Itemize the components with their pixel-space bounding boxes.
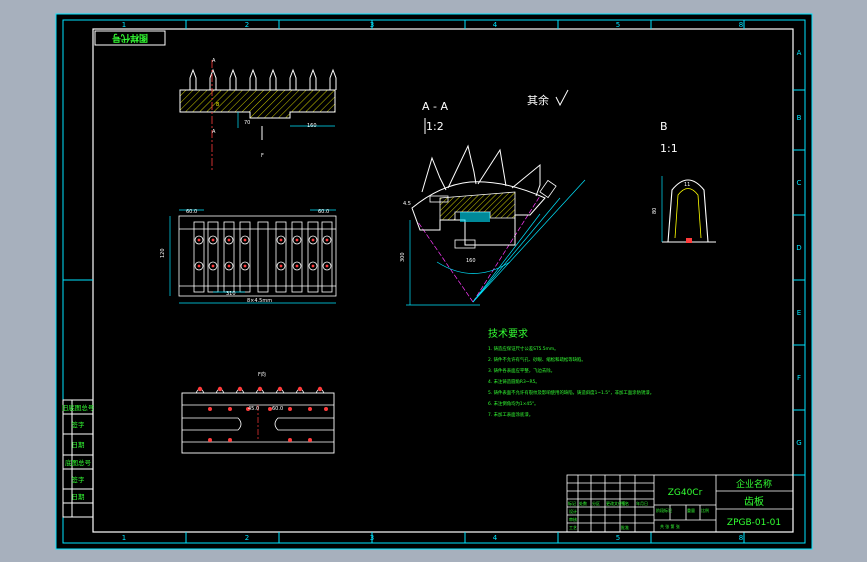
company-name: 企业名称: [736, 478, 772, 490]
outer-border: [62, 19, 806, 544]
row-letter: F: [797, 374, 801, 382]
drawing-number-box: [94, 30, 166, 46]
row-letter: E: [797, 309, 801, 317]
row-letter: B: [797, 114, 802, 122]
row-letter: D: [796, 244, 801, 252]
row-label: 签名: [621, 500, 629, 506]
front-view: [179, 60, 337, 170]
dim-text: 45.0: [248, 406, 259, 412]
detail-title: B: [660, 120, 668, 133]
bottom-view: [181, 386, 335, 454]
tech-item: 5. 铸件表面不允许有裂纹及影响使用的缺陷，铸造斜度1~1.5°，非加工面涂防锈…: [488, 389, 654, 396]
role-label: 审核: [569, 516, 577, 522]
row-letter: G: [796, 439, 801, 447]
left-strip-label: 日期: [72, 441, 86, 449]
dim-text: 70: [244, 120, 250, 126]
left-strip: [62, 399, 94, 518]
view-label: F向: [258, 371, 266, 378]
col-number: 5: [616, 534, 620, 542]
role-label: 批准: [621, 524, 629, 530]
left-strip-label: 日期: [72, 493, 86, 501]
left-strip-label: 底图总号: [65, 458, 92, 467]
sheet-edge: [55, 13, 813, 550]
cut-mark: A: [212, 129, 216, 135]
sign-label: 比例: [701, 507, 709, 513]
col-number: 4: [493, 21, 498, 29]
tech-item: 4. 未注铸造圆角R3~R5。: [488, 378, 540, 385]
cut-mark: A: [212, 58, 216, 64]
drawing-number-label: 图样代号: [112, 32, 148, 44]
col-number: 2: [245, 534, 249, 542]
tech-item: 6. 未注倒角均为1×45°。: [488, 400, 539, 407]
col-number: 8: [739, 21, 743, 29]
role-label: 设计: [569, 508, 577, 514]
dim-text: 60.0: [272, 406, 283, 412]
dim-text: 310: [226, 291, 236, 297]
col-number: 1: [122, 21, 126, 29]
section-title: A - A: [422, 100, 448, 113]
role-label: 工艺: [569, 525, 577, 530]
drawing-area: [56, 14, 812, 549]
detail-scale: 1:1: [660, 142, 678, 155]
drawing-number: ZPGB-01-01: [727, 518, 781, 528]
tech-title: 技术要求: [488, 327, 528, 340]
row-letter: A: [797, 49, 802, 57]
col-number: 5: [616, 21, 620, 29]
tech-item: 7. 未加工表面涂底漆。: [488, 411, 533, 418]
section-scale: 1:2: [426, 120, 444, 133]
left-strip-label: 旧底图总号: [62, 403, 95, 412]
section-view: [406, 144, 586, 306]
col-number: 4: [493, 534, 498, 542]
col-number: 8: [739, 534, 743, 542]
tech-requirements: 技术要求 1. 铸造应保证尺寸公差ST5.5mm。 2. 铸件不允许有气孔、砂眼…: [488, 327, 654, 418]
row-label: 更改文件号: [606, 500, 626, 506]
dim-text: 60.0: [186, 209, 197, 215]
dim-text: 300: [400, 252, 406, 262]
dim-text: 120: [160, 248, 166, 258]
row-letter: C: [797, 179, 802, 187]
dim-text: 11: [684, 182, 690, 188]
surface-note: 其余: [527, 93, 549, 107]
title-block: [566, 474, 794, 533]
dim-text: 160: [466, 258, 476, 264]
part-name: 齿板: [744, 495, 764, 508]
tech-item: 2. 铸件不允许有气孔、砂眼、缩松和疏松等缺陷。: [488, 356, 586, 363]
dim-text: 8: [216, 102, 219, 108]
col-number: 3: [370, 21, 374, 29]
left-strip-label: 签字: [72, 420, 86, 429]
dim-text: 160: [307, 123, 317, 129]
plan-centre-marks: [197, 238, 329, 268]
plan-dimensions: [169, 209, 336, 304]
col-number: 3: [370, 534, 374, 542]
row-label: 处数: [579, 500, 587, 506]
border-zone-ticks: [63, 20, 805, 543]
dim-text: 4.5: [403, 201, 411, 207]
dim-text: 60.0: [318, 209, 329, 215]
material: ZG40Cr: [668, 488, 703, 498]
row-label: 年月日: [636, 500, 648, 506]
tech-item: 3. 铸件各表面应平整，飞边去除。: [488, 367, 555, 374]
view-arrow-label: F: [261, 153, 264, 159]
col-number: 1: [122, 534, 126, 542]
dim-text: 8×4.5mm: [247, 298, 272, 304]
left-strip-label: 签字: [72, 475, 86, 484]
row-label: 分区: [592, 500, 600, 506]
sign-label: 重量: [687, 507, 695, 513]
detail-view: [661, 176, 716, 243]
col-number: 2: [245, 21, 249, 29]
row-label: 标记: [568, 500, 576, 506]
dim-text: 80: [652, 208, 658, 214]
sheet-label: 共 张 第 张: [660, 523, 680, 529]
sign-label: 阶段标记: [656, 507, 672, 513]
tech-item: 1. 铸造应保证尺寸公差ST5.5mm。: [488, 345, 559, 352]
roughness-symbol: [555, 89, 569, 107]
